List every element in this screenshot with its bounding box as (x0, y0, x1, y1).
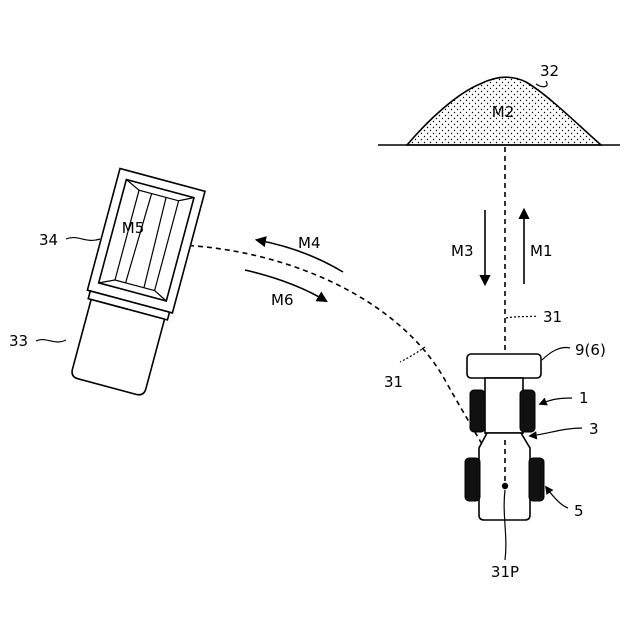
rear-right-tire (529, 458, 544, 501)
front-right-tire (520, 390, 535, 432)
bucket-ref: 9(6) (542, 341, 606, 360)
m4-label: M4 (298, 234, 321, 252)
bed-ref-leader (66, 238, 100, 241)
truck-ref: 33 (9, 332, 66, 350)
truck-ref-leader (36, 340, 66, 342)
path-ref-lower: 31 (384, 347, 425, 391)
bed-mark-label: M5 (122, 219, 145, 237)
m6-label: M6 (271, 291, 294, 309)
bucket (467, 354, 541, 378)
front-left-tire (470, 390, 485, 432)
vehicle-ref-leader (540, 398, 572, 404)
pile-ref-leader (536, 81, 547, 87)
bucket-ref-label: 9(6) (575, 341, 606, 359)
front-frame-ref-label: 3 (589, 420, 599, 438)
vehicle-ref-label: 1 (579, 389, 589, 407)
bucket-ref-leader (542, 348, 570, 361)
rear-frame-ref-label: 5 (574, 502, 584, 520)
soil-pile: M2 32 (378, 62, 620, 145)
rear-left-tire (465, 458, 480, 501)
pile-mark-label: M2 (492, 103, 515, 121)
front-frame (485, 378, 523, 433)
front-frame-ref: 3 (530, 420, 599, 438)
rear-frame-ref-leader (546, 487, 568, 508)
arrow-m4: M4 (257, 234, 343, 272)
bed-ref: 34 (39, 231, 100, 249)
path-ref-upper-label: 31 (543, 308, 562, 326)
truck-bed (87, 168, 205, 312)
arrow-m6: M6 (245, 270, 326, 309)
pivot-ref-label: 31P (491, 563, 519, 581)
path-ref-upper: 31 (506, 308, 562, 326)
m3-label: M3 (451, 242, 474, 260)
m1-label: M1 (530, 242, 553, 260)
dump-truck (65, 168, 205, 397)
truck-ref-label: 33 (9, 332, 28, 350)
arrow-m1: M1 (524, 210, 553, 284)
rear-frame-ref: 5 (546, 487, 584, 520)
curved-travel-path (180, 245, 505, 488)
path-ref-lower-label: 31 (384, 373, 403, 391)
vehicle-ref: 1 (540, 389, 589, 407)
path-ref-upper-leader (506, 316, 538, 318)
pivot-point (502, 483, 508, 489)
pile-ref-label: 32 (540, 62, 559, 80)
path-ref-lower-leader (400, 347, 425, 362)
arrow-m3: M3 (451, 210, 485, 284)
front-frame-ref-leader (530, 428, 582, 436)
bed-ref-label: 34 (39, 231, 58, 249)
